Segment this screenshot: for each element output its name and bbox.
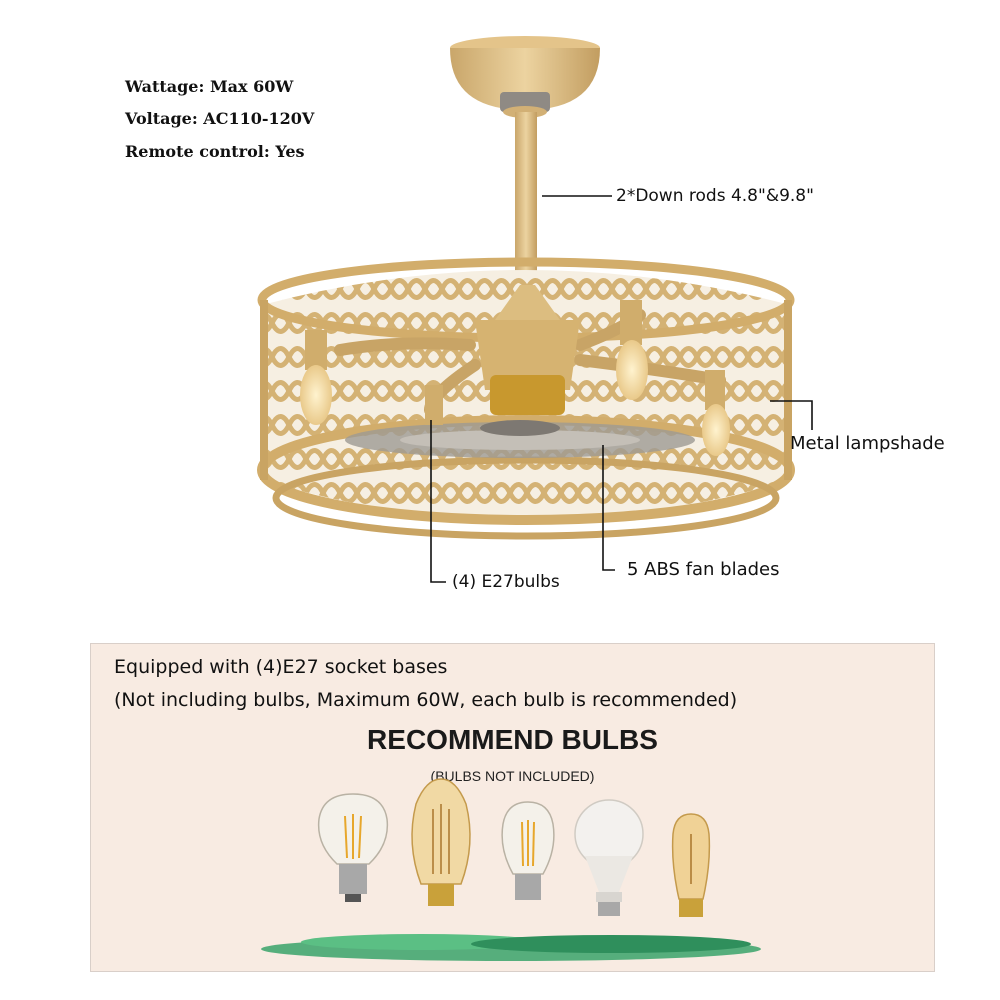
spec-voltage: Voltage: AC110-120V [125,109,315,128]
fan-blades [345,420,695,458]
callout-line-lampshade [770,400,813,430]
recommend-bulbs-title: RECOMMEND BULBS [367,724,658,755]
callout-down-rods: 2*Down rods 4.8"&9.8" [616,186,814,206]
callout-bulbs: (4) E27bulbs [452,572,560,592]
bulbs-not-included-note: (BULBS NOT INCLUDED) [430,768,595,784]
canopy [450,36,600,118]
callout-lampshade: Metal lampshade [790,433,945,454]
ceiling-fan-image [257,36,813,583]
fan-bulbs [300,300,730,456]
bulb-vintage-amber [411,778,471,906]
spec-wattage: Wattage: Max 60W [125,77,294,96]
spec-remote: Remote control: Yes [125,142,305,161]
bulb-st58 [501,801,555,900]
callout-fan-blades: 5 ABS fan blades [627,559,780,580]
panel-line-not-included: (Not including bulbs, Maximum 60W, each … [114,689,738,711]
bulb-st64 [317,793,389,902]
down-rod [515,112,537,292]
bulb-a19-led [574,799,644,916]
grass-decoration [261,934,761,961]
panel-line-sockets: Equipped with (4)E27 socket bases [114,656,448,678]
callout-line-blades [602,445,615,571]
recommend-bulbs-panel: Equipped with (4)E27 socket bases (Not i… [90,643,935,972]
fan-motor [475,285,580,415]
bulb-t45-amber [671,813,711,917]
callout-line-bulbs [430,420,446,583]
bulb-options-image [261,778,761,961]
